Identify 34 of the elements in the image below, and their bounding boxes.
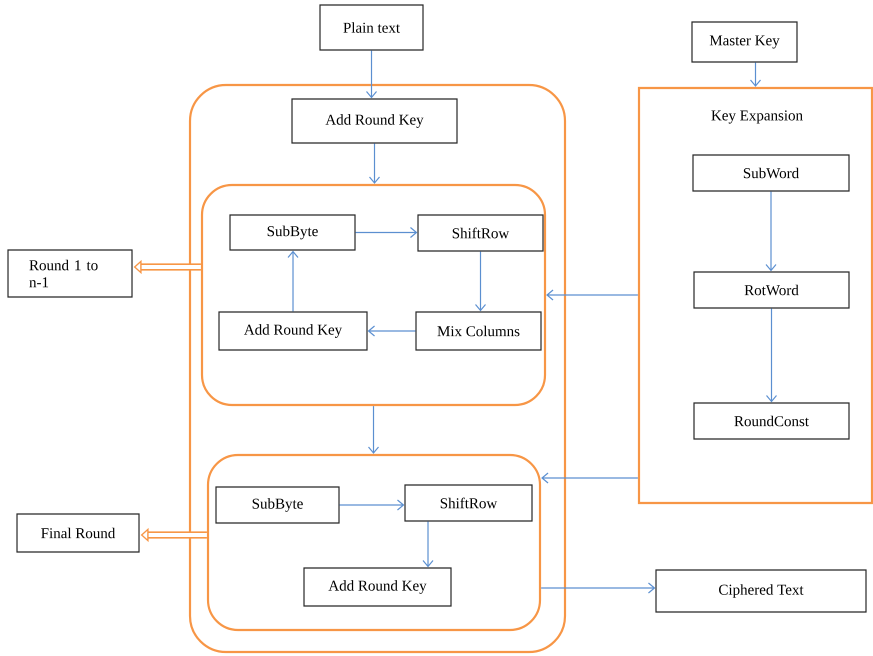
cipher-frame <box>188 84 566 654</box>
process-box: RoundConst <box>693 402 850 440</box>
input-box: Plain text <box>319 4 424 51</box>
arrow <box>340 500 404 510</box>
process-box: SubWord <box>692 154 850 192</box>
arrow <box>766 308 777 402</box>
arrow <box>422 522 434 568</box>
arrow <box>766 192 776 272</box>
process-box: SubByte <box>215 486 340 524</box>
output-box: Ciphered Text <box>655 569 867 613</box>
process-box: Add Round Key <box>218 311 368 351</box>
process-box: SubByte <box>229 214 356 251</box>
arrow <box>366 50 377 98</box>
process-box: Add Round Key <box>303 567 452 607</box>
key-box: Master Key <box>691 21 798 63</box>
arrow <box>475 252 486 312</box>
arrow <box>541 582 656 594</box>
round-frame <box>200 184 546 406</box>
process-box: RotWord <box>693 271 850 309</box>
arrow <box>368 406 379 454</box>
process-box: ShiftRow <box>404 484 533 522</box>
arrow <box>546 290 638 300</box>
round-label-box: Final Round <box>16 513 140 553</box>
arrow <box>541 472 638 484</box>
arrow <box>369 144 380 184</box>
process-box: Add Round Key <box>291 98 458 144</box>
arrow <box>368 326 416 336</box>
round-frame <box>206 454 542 632</box>
arrow <box>750 62 761 87</box>
round-label-box: Round 1 to n-1 <box>7 249 133 298</box>
arrow <box>288 250 298 312</box>
arrow <box>356 227 418 238</box>
process-box: Mix Columns <box>415 311 542 351</box>
process-box: ShiftRow <box>417 214 544 252</box>
